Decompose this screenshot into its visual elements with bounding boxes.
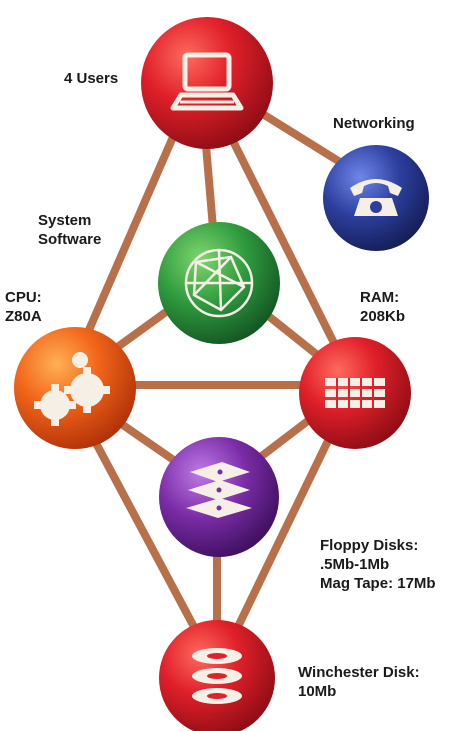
node-users — [141, 17, 273, 149]
label-system-software-line2: Software — [38, 231, 102, 248]
stacked-diskettes-icon — [186, 462, 252, 518]
gears-icon — [34, 352, 110, 426]
node-networking — [323, 145, 429, 251]
label-system-software: System Software — [38, 211, 101, 249]
label-ram-line1: RAM: — [360, 289, 400, 306]
label-cpu-line1: CPU: — [5, 289, 42, 306]
label-users-text: 4 Users — [64, 70, 119, 87]
label-cpu-line2: Z80A — [5, 308, 42, 325]
label-floppy: Floppy Disks: .5Mb-1Mb Mag Tape: 17Mb — [320, 536, 436, 593]
telephone-icon — [350, 179, 402, 216]
label-system-software-line1: System — [38, 212, 92, 229]
computer-terminal-icon — [170, 52, 244, 111]
label-floppy-line1: Floppy Disks: — [320, 537, 419, 554]
label-users: 4 Users — [64, 69, 118, 88]
node-winchester — [159, 620, 275, 731]
disk-platters-icon — [192, 648, 242, 704]
label-networking-text: Networking — [333, 115, 415, 132]
node-floppy — [159, 437, 279, 557]
node-system-software — [158, 222, 280, 344]
label-floppy-line2: .5Mb-1Mb — [320, 556, 390, 573]
label-ram: RAM: 208Kb — [360, 288, 405, 326]
node-ram — [299, 337, 411, 449]
label-winchester: Winchester Disk: 10Mb — [298, 663, 420, 701]
label-winchester-line2: 10Mb — [298, 683, 337, 700]
label-winchester-line1: Winchester Disk: — [298, 664, 420, 681]
geodesic-sphere-icon — [184, 248, 254, 318]
label-ram-line2: 208Kb — [360, 308, 406, 325]
label-cpu: CPU: Z80A — [5, 288, 42, 326]
label-floppy-line3: Mag Tape: 17Mb — [320, 575, 436, 592]
node-cpu — [14, 327, 136, 449]
memory-grid-icon — [325, 378, 385, 408]
label-networking: Networking — [333, 114, 415, 133]
